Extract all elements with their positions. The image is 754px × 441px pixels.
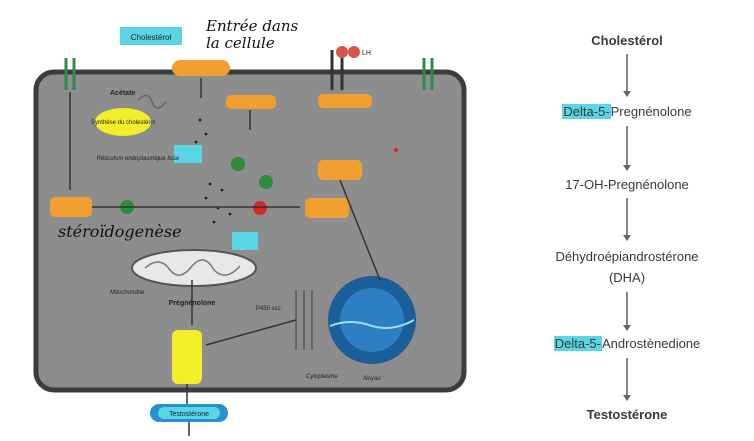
- receptor-right-icon: [422, 58, 434, 90]
- leydig-cell-diagram: Cholestérol LH Acétate Synthèse du chole…: [33, 27, 467, 436]
- delta5-highlight-1: Delta-5-: [562, 104, 611, 119]
- enzyme-stack: [172, 330, 202, 384]
- step-testosterone: Testostérone: [586, 407, 668, 422]
- step-dha: Déhydroépiandrostérone: [555, 249, 699, 264]
- arrow-5: [623, 358, 631, 401]
- step-17oh-pregnenolone: 17-OH-Pregnénolone: [565, 177, 689, 192]
- cholesterol-transporter: [172, 60, 230, 76]
- synthesis-highlight: [174, 145, 202, 163]
- lh-receptor-icon: [330, 46, 360, 90]
- protein-kinase-box: [318, 160, 362, 180]
- green-node-1: [231, 157, 245, 171]
- cholesterol-label: Cholestérol: [131, 33, 172, 42]
- cholesterol-highlight: [120, 27, 182, 45]
- mitochondrion: [131, 249, 257, 287]
- delta5-highlight-2: Delta-5-: [553, 336, 602, 351]
- synthesis-label: Synthèse du cholestérol: [91, 120, 155, 126]
- testosterone-label: Testostérone: [169, 411, 209, 418]
- pregnenolone-label: Prégnénolone: [169, 300, 216, 307]
- phosphatase-box: [305, 198, 349, 218]
- phospholipase-box: [226, 95, 276, 109]
- p450-label: P450 scc: [256, 306, 281, 312]
- steroid-pathway: Cholestérol Delta-5-Pregnénolone 17-OH-P…: [500, 0, 754, 441]
- arrow-1: [623, 54, 631, 97]
- mitochondrie-label: Mitochondrie: [110, 290, 145, 296]
- handwritten-steroidogenesis-note: stéroïdogenèse: [58, 222, 182, 241]
- step-cholesterol: Cholestérol: [591, 33, 663, 48]
- red-node: [253, 201, 267, 215]
- arrow-2: [623, 126, 631, 171]
- reticulum-label: Réticulum endoplasmique lisse: [97, 156, 180, 162]
- lh-label: LH: [362, 50, 371, 57]
- step-pregnenolone: Delta-5-Pregnénolone: [562, 104, 692, 119]
- handwritten-entry-note: Entrée dans la cellule: [206, 17, 299, 52]
- receptor-left-icon: [64, 58, 76, 90]
- step-androstenedione: Delta-5-Androstènedione: [553, 336, 701, 351]
- er-squiggle: [137, 94, 167, 109]
- mito-highlight: [232, 232, 258, 250]
- adenylate-box: [318, 94, 372, 108]
- acetate-label: Acétate: [110, 90, 135, 97]
- step-dha-abbrev: (DHA): [608, 270, 646, 285]
- noyau-label: Noyau: [363, 376, 381, 382]
- red-dot: [394, 148, 398, 152]
- camk-box: [50, 197, 92, 217]
- arrow-3: [623, 198, 631, 241]
- arrow-4: [623, 292, 631, 331]
- cytoplasme-label: Cytoplasme: [306, 374, 338, 380]
- cholesterol-synthesis-node: [95, 108, 151, 136]
- green-node-2: [259, 175, 273, 189]
